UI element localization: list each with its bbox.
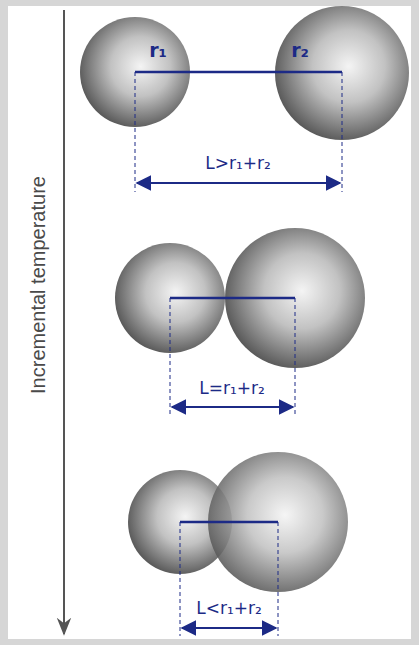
dashed-guide — [170, 298, 171, 415]
dimension-label: L>r₁+r₂ — [205, 154, 271, 173]
dashed-guide — [342, 72, 343, 192]
radius-label: r₁ — [149, 40, 167, 61]
dimension-label: L<r₁+r₂ — [196, 599, 262, 618]
dashed-guide — [180, 522, 181, 636]
dimension-arrow — [182, 627, 276, 629]
radius-label: r₂ — [291, 40, 309, 61]
center-line — [180, 521, 278, 524]
panel — [8, 6, 411, 639]
dashed-guide — [135, 72, 136, 192]
temperature-arrow — [63, 10, 65, 634]
axis-label: Incremental temperature — [27, 176, 49, 394]
center-line — [135, 71, 342, 74]
dimension-arrow — [137, 182, 340, 184]
dimension-arrow — [172, 406, 293, 408]
center-line — [170, 297, 295, 300]
dashed-guide — [278, 522, 279, 636]
dimension-label: L=r₁+r₂ — [199, 379, 265, 398]
dashed-guide — [295, 298, 296, 415]
